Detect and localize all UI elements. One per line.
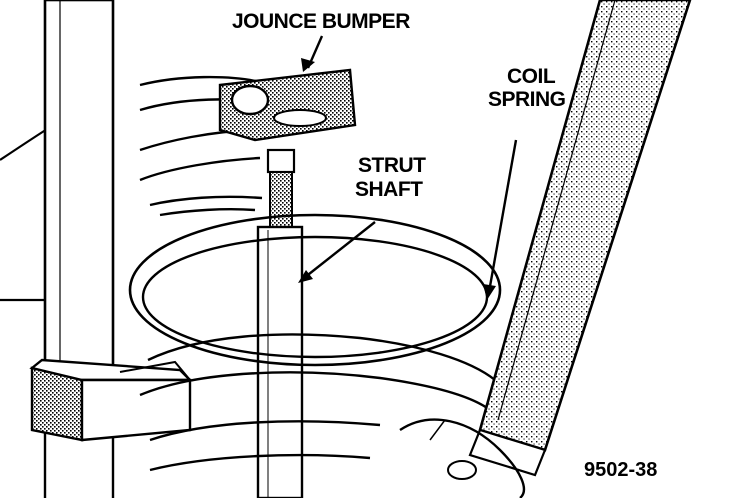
- damper-tube-right: [399, 0, 692, 498]
- label-strut-shaft-line1: STRUT: [358, 154, 426, 177]
- label-coil-spring-line1: COIL: [507, 65, 556, 88]
- strut-shaft-thread: [266, 148, 296, 228]
- label-coil-spring-line2: SPRING: [488, 88, 566, 111]
- leader-strut-shaft: [303, 221, 376, 279]
- strut-tube-left: [43, 0, 115, 498]
- lower-bracket: [29, 358, 193, 442]
- label-jounce-bumper: JOUNCE BUMPER: [232, 10, 410, 33]
- figure-code: 9502-38: [584, 459, 657, 481]
- coil-spring: [128, 213, 502, 472]
- label-strut-shaft-line2: SHAFT: [355, 178, 423, 201]
- jounce-bumper: [218, 68, 357, 142]
- upper-coils: [139, 75, 269, 217]
- leader-lines: [298, 35, 518, 300]
- leader-coil-spring: [487, 139, 518, 293]
